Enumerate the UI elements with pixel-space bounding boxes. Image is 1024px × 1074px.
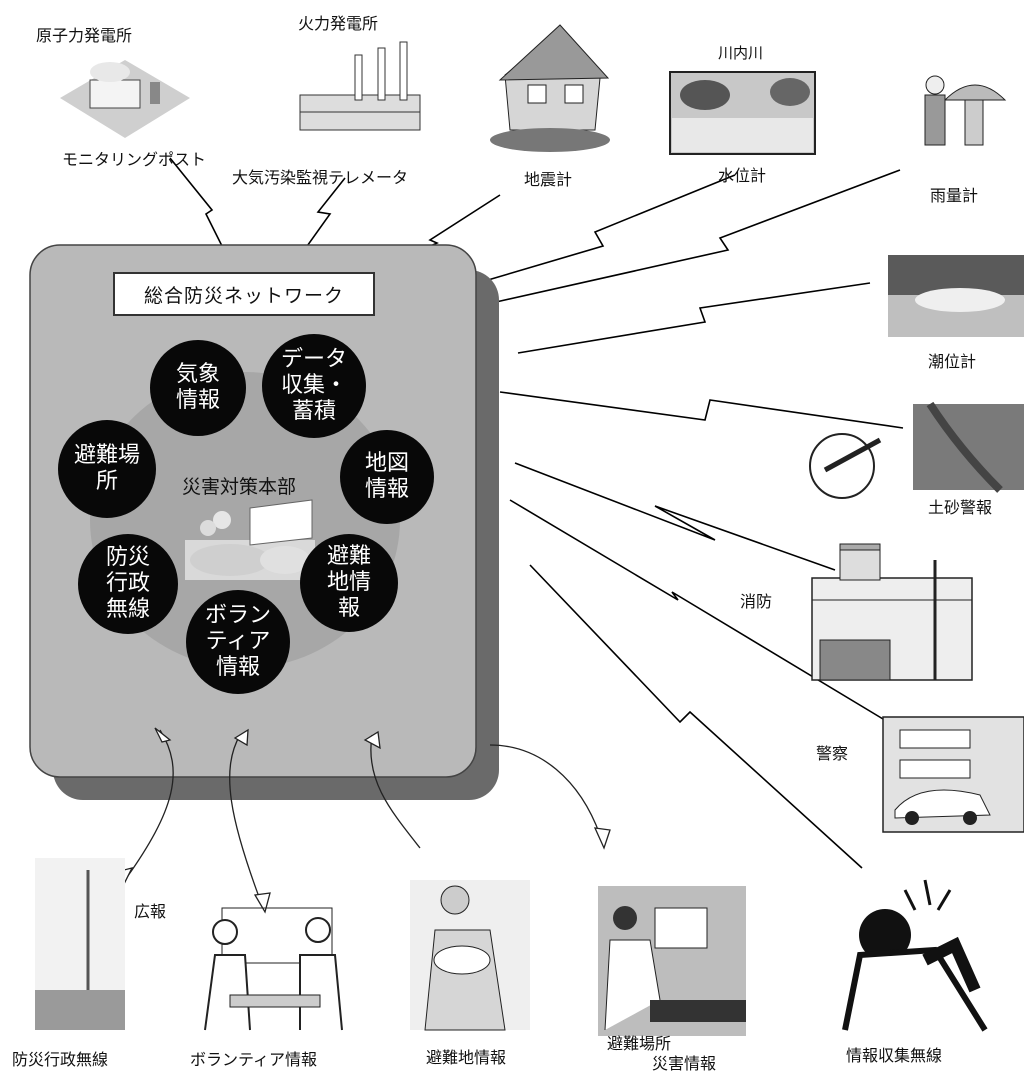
- bubble-volunteer-info: ボラン ティア 情報: [186, 590, 290, 694]
- label-public-relations: 広報: [134, 902, 167, 921]
- arrow-evac: [370, 734, 421, 849]
- thermal-plant-picture: [299, 41, 421, 131]
- link-rain: [495, 169, 901, 303]
- link-police: [509, 499, 889, 723]
- link-telemeter: [299, 177, 346, 257]
- link-fire: [514, 462, 836, 571]
- bubble-shelter: 避難場 所: [58, 420, 156, 518]
- label-river: 川内川: [718, 44, 764, 62]
- field-radio-picture: [842, 879, 988, 1032]
- label-seismometer: 地震計: [524, 170, 573, 189]
- arrow-pr: [124, 729, 174, 881]
- bubble-data-collection: データ 収集・ 蓄積: [262, 334, 366, 438]
- link-water-level: [487, 174, 736, 281]
- label-shelter: 避難場所: [607, 1034, 672, 1053]
- label-evac-info: 避難地情報: [426, 1048, 507, 1067]
- volunteer-picture: [204, 907, 343, 1031]
- evacuation-picture: [410, 880, 530, 1031]
- label-fire-dept: 消防: [740, 592, 773, 611]
- bubble-weather-info: 気象 情報: [150, 340, 246, 436]
- network-title: 総合防災ネットワーク: [113, 272, 375, 316]
- shelter-computer-picture: [598, 886, 746, 1036]
- label-tide-gauge: 潮位計: [928, 352, 977, 371]
- police-picture: [882, 716, 1024, 833]
- arrow-shelter: [489, 744, 601, 836]
- label-thermal-plant: 火力発電所: [298, 14, 379, 33]
- bubble-map-info: 地図 情報: [340, 430, 434, 524]
- link-monitoring: [169, 157, 231, 263]
- damaged-house-picture: [490, 24, 610, 152]
- label-water-level: 水位計: [718, 166, 767, 185]
- fire-station-picture: [811, 543, 973, 681]
- tower-picture: [35, 858, 125, 1030]
- rain-picture: [924, 75, 1007, 146]
- label-field-radio: 情報収集無線: [846, 1046, 943, 1065]
- link-landslide: [499, 391, 904, 429]
- label-telemeter: 大気汚染監視テレメータ: [232, 168, 409, 187]
- label-rain-gauge: 雨量計: [930, 186, 979, 205]
- arrow-volunteer: [229, 734, 263, 906]
- meeting-illustration: [185, 499, 315, 580]
- tide-picture: [888, 255, 1024, 337]
- label-volunteer-info: ボランティア情報: [190, 1050, 318, 1069]
- bubble-evac-info: 避難 地情 報: [300, 534, 398, 632]
- link-tide: [517, 282, 871, 354]
- label-landslide-alert: 土砂警報: [928, 498, 993, 517]
- bubble-disaster-radio: 防災 行政 無線: [78, 534, 178, 634]
- nuclear-plant-picture: [60, 60, 190, 138]
- landslide-picture: [809, 401, 1024, 499]
- label-police: 警察: [816, 744, 849, 763]
- label-monitoring-post: モニタリングポスト: [62, 150, 207, 169]
- label-disaster-radio: 防災行政無線: [12, 1050, 109, 1069]
- hq-label: 災害対策本部: [182, 476, 297, 498]
- label-disaster-info: 災害情報: [652, 1054, 717, 1073]
- link-collect: [529, 564, 863, 869]
- label-nuclear-plant: 原子力発電所: [36, 26, 133, 45]
- river-picture: [669, 71, 816, 155]
